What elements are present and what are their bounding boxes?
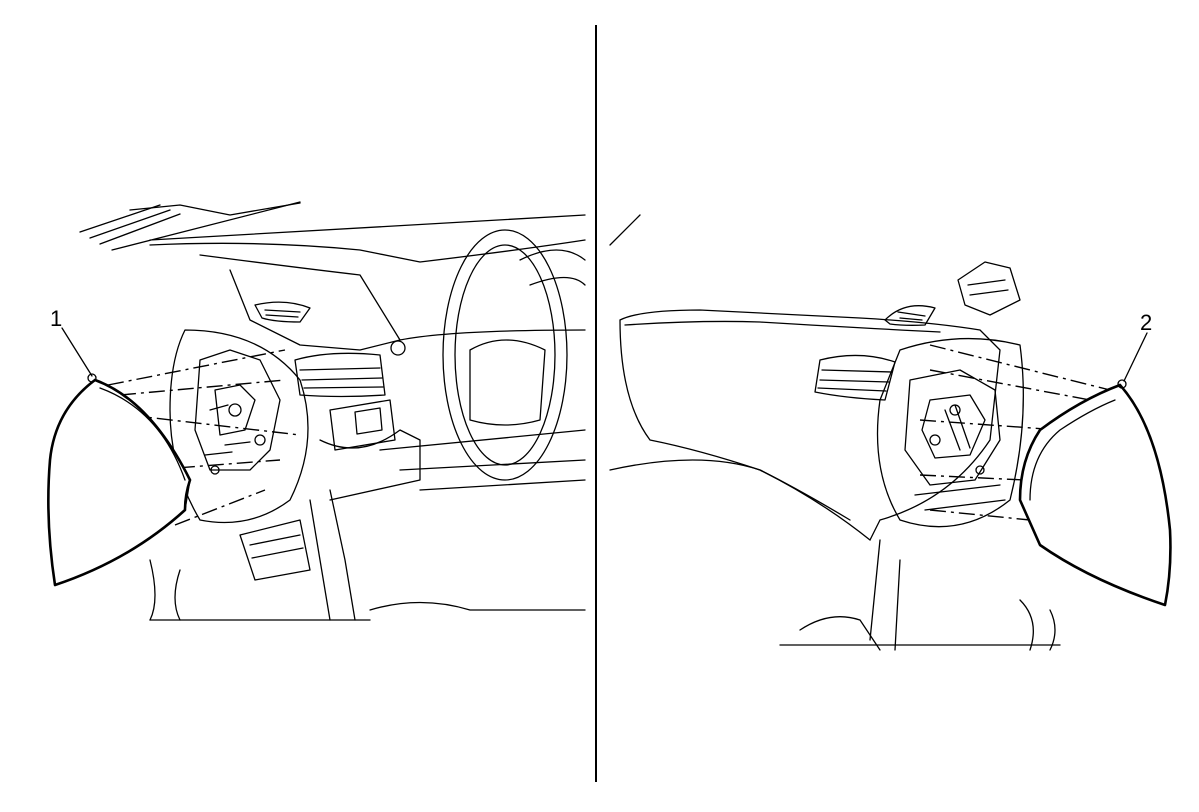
right-panel-illustration: [609, 214, 1172, 651]
left-panel-illustration: [47, 201, 586, 621]
callout-1: 1: [50, 306, 62, 331]
callout-2: 2: [1140, 310, 1152, 335]
